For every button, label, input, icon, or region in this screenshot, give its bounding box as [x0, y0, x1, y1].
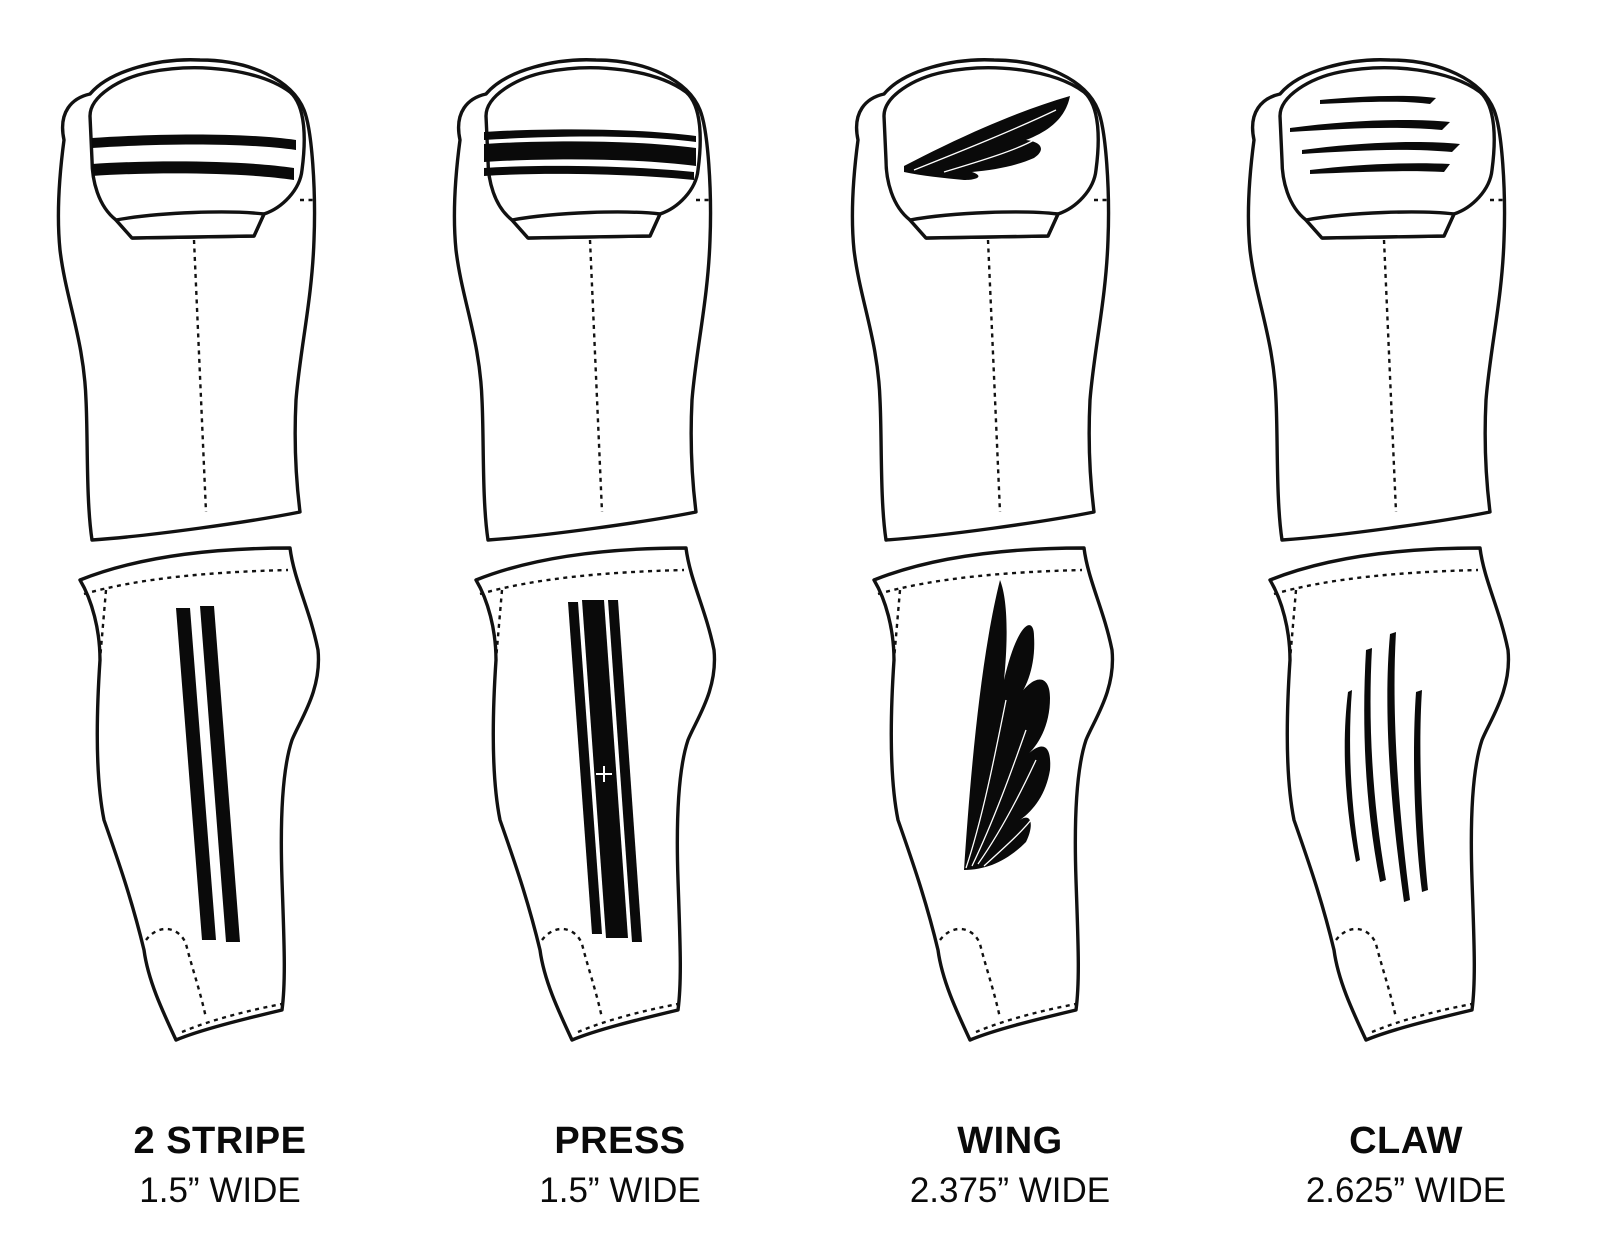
- claw-leg-graphic: [1344, 632, 1428, 902]
- two-stripe-cap-graphic: [92, 134, 296, 180]
- design-width: 2.375” WIDE: [909, 1171, 1111, 1210]
- claw-cap-graphic: [1290, 95, 1460, 174]
- design-name: WING: [957, 1120, 1063, 1162]
- design-width: 1.5” WIDE: [539, 1171, 701, 1210]
- press-garment: [452, 58, 717, 1042]
- design-width: 1.5” WIDE: [139, 1171, 301, 1210]
- design-name: CLAW: [1349, 1120, 1463, 1162]
- design-name: 2 STRIPE: [133, 1120, 307, 1162]
- design-caption-wing: WING 2.375” WIDE: [830, 1118, 1190, 1215]
- press-leg-graphic: [568, 600, 642, 942]
- claw-garment: [1246, 58, 1511, 1042]
- design-caption-claw: CLAW 2.625” WIDE: [1226, 1118, 1586, 1215]
- design-width: 2.625” WIDE: [1305, 1171, 1507, 1210]
- press-cap-graphic: [484, 129, 696, 180]
- wing-garment: [850, 58, 1115, 1042]
- move-cursor-icon: [596, 766, 612, 782]
- design-caption-two-stripe: 2 STRIPE 1.5” WIDE: [40, 1118, 400, 1215]
- wing-leg-graphic: [964, 580, 1051, 870]
- two-stripe-garment: [56, 58, 321, 1042]
- wing-cap-graphic: [904, 96, 1070, 180]
- design-caption-press: PRESS 1.5” WIDE: [440, 1118, 800, 1215]
- two-stripe-leg-graphic: [176, 606, 240, 942]
- design-illustrations: [56, 58, 1511, 1042]
- design-name: PRESS: [554, 1120, 686, 1162]
